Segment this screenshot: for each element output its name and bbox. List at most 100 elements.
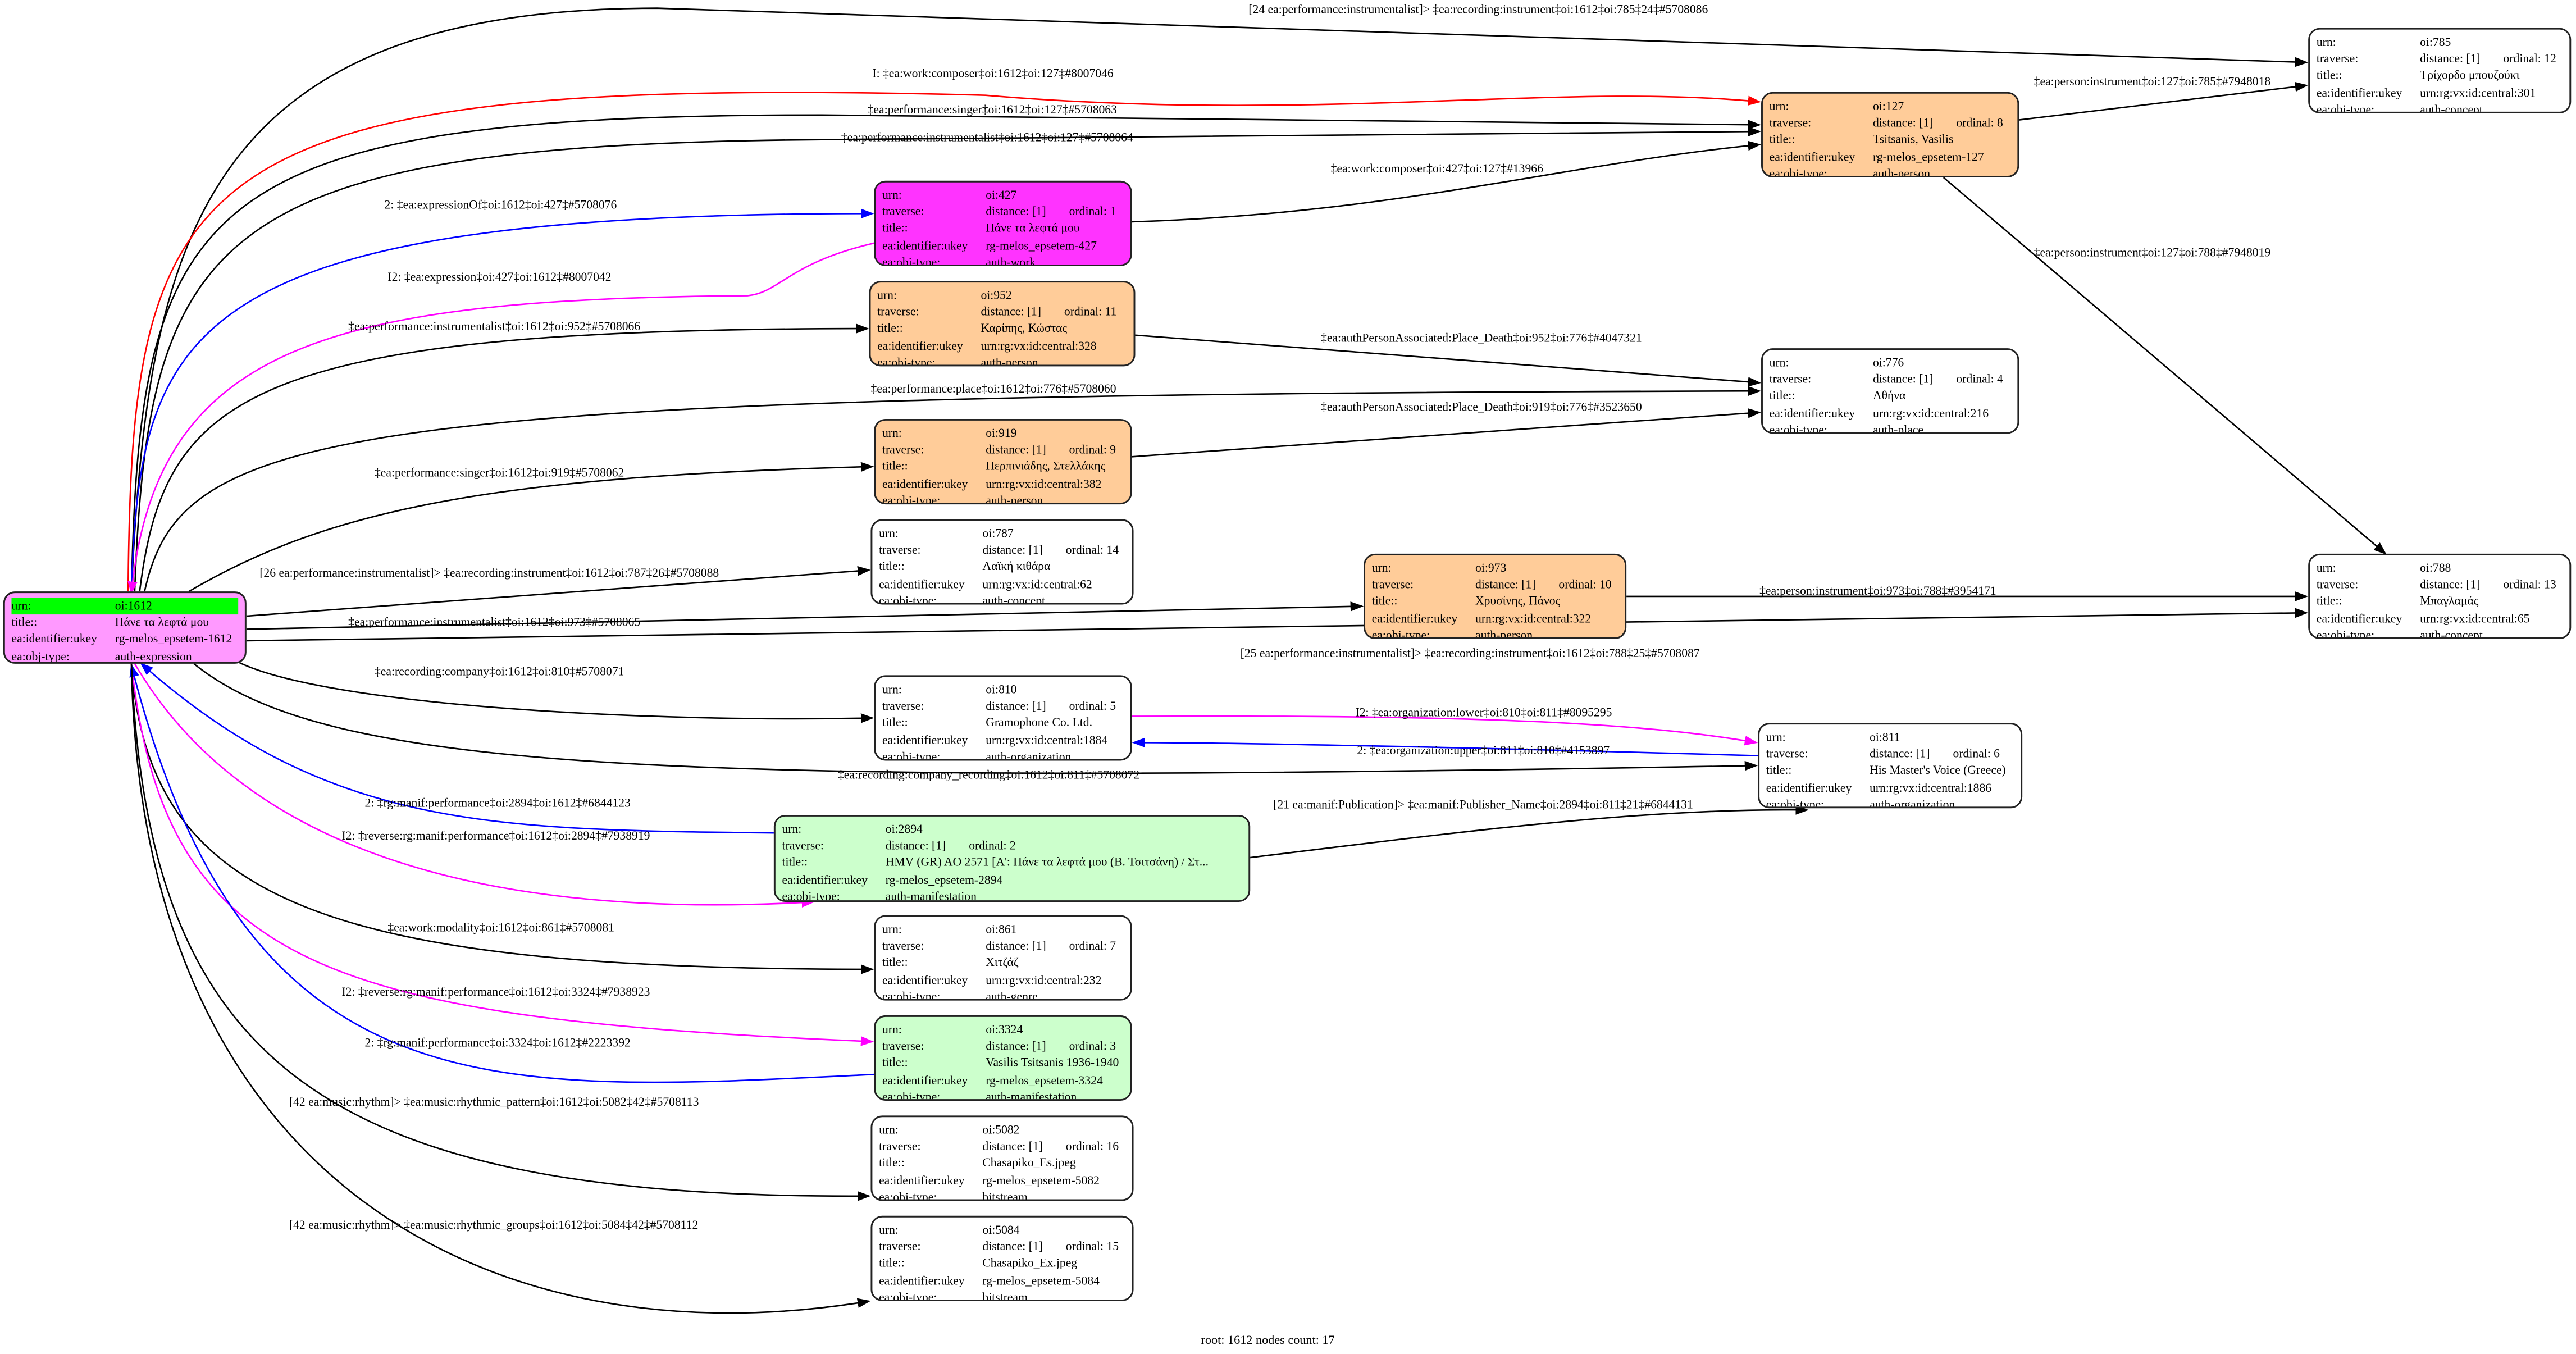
title-label: title:: (1766, 763, 1792, 778)
ukey-value: urn:rg:vx:id:central:232 (986, 972, 1102, 987)
edge-label: 2: ‡rg:manif:performance‡oi:2894‡oi:1612… (364, 795, 631, 810)
urn-value: oi:776 (1872, 354, 1904, 370)
title-row: title::Tsitsanis, Vasilis (1770, 132, 2011, 149)
edge-label: ‡ea:authPersonAssociated:Place_Death‡oi:… (1321, 330, 1642, 345)
urn-value: oi:127 (1872, 98, 1904, 113)
title-label: title:: (882, 459, 908, 474)
edge-1612-to-787 (246, 566, 871, 617)
traverse-label: traverse: (882, 1038, 924, 1054)
edge-label: I2: ‡reverse:rg:manif:performance‡oi:161… (341, 828, 650, 843)
obj-type-label: ea:obj-type: (1766, 796, 1825, 809)
traverse-row: traverse:distance: [1]ordinal: 11 (877, 304, 1127, 321)
edge-1612-to-788 (246, 608, 2309, 642)
edge-label: ‡ea:performance:instrumentalist‡oi:1612‡… (841, 130, 1133, 145)
urn-label: urn: (879, 1222, 899, 1237)
title-label: title:: (2316, 68, 2342, 83)
obj-type-value: bitstream (982, 1189, 1028, 1201)
ukey-value: urn:rg:vx:id:central:216 (1872, 405, 1989, 420)
ukey-value: rg-melos_epsetem-2894 (885, 872, 1003, 887)
traverse-row: traverse:distance: [1]ordinal: 13 (2317, 577, 2563, 594)
urn-value: oi:785 (2420, 34, 2451, 49)
title-label: title:: (882, 221, 908, 236)
traverse-label: traverse: (2316, 577, 2359, 592)
obj-type-value: auth-person (1872, 165, 1931, 177)
urn-value: oi:811 (1870, 729, 1900, 745)
urn-label: urn: (11, 598, 115, 615)
ukey-label: ea:identifier:ukey (882, 972, 968, 987)
edge-label: ‡ea:work:modality‡oi:1612‡oi:861‡#570808… (387, 920, 614, 935)
title-value: Chasapiko_Es.jpeg (982, 1155, 1076, 1171)
obj-type-label: ea:obj-type: (2316, 627, 2375, 639)
obj-type-row: ea:obj-type:bitstream (879, 1189, 1125, 1201)
ukey-label: ea:identifier:ukey (1769, 405, 1855, 420)
ordinal-value: ordinal: 3 (1069, 1038, 1116, 1054)
traverse-row: traverse:distance: [1]ordinal: 5 (882, 699, 1124, 715)
urn-label: urn: (882, 922, 902, 937)
edge-1612-to-127 (130, 114, 1762, 592)
edge-label: [42 ea:music:rhythm]> ‡ea:music:rhythmic… (289, 1094, 699, 1109)
traverse-label: traverse: (1769, 115, 1812, 130)
urn-row: urn:oi:776 (1770, 355, 2011, 372)
traverse-value: distance: [1] (982, 1239, 1043, 1254)
ordinal-value: ordinal: 13 (2503, 577, 2556, 592)
urn-row: urn:oi:127 (1770, 99, 2011, 116)
edge-label: [25 ea:performance:instrumentalist]> ‡ea… (1240, 645, 1700, 661)
edge-label: ‡ea:work:composer‡oi:427‡oi:127‡#13966 (1330, 161, 1543, 176)
obj-type-row: ea:obj-type:bitstream (879, 1289, 1125, 1300)
ordinal-value: ordinal: 8 (1956, 115, 2003, 130)
ukey-label: ea:identifier:ukey (2316, 84, 2402, 100)
title-value: His Master's Voice (Greece) (1870, 763, 2006, 778)
edge-label: [42 ea:music:rhythm]> ‡ea:music:rhythmic… (289, 1217, 699, 1233)
traverse-label: traverse: (882, 442, 924, 457)
edge-1612-to-952 (139, 323, 869, 592)
obj-type-value: auth-work (986, 254, 1036, 266)
edge-2894-to-1612 (140, 662, 774, 834)
title-row: title::HMV (GR) AO 2571 [Α': Πάνε τα λεφ… (782, 855, 1242, 872)
title-label: title:: (882, 715, 908, 731)
title-value: Χρυσίνης, Πάνος (1475, 594, 1561, 609)
ukey-label: ea:identifier:ukey (1371, 610, 1458, 626)
ukey-label: ea:identifier:ukey (1769, 149, 1855, 164)
traverse-label: traverse: (2316, 51, 2359, 66)
obj-type-value: auth-concept (2420, 101, 2483, 113)
urn-row: urn:oi:952 (877, 288, 1127, 304)
obj-type-row: ea:obj-type:auth-person (1770, 165, 2011, 177)
traverse-label: traverse: (879, 1138, 921, 1154)
ukey-label: ea:identifier:ukey (882, 476, 968, 491)
edge-label: ‡ea:recording:company_recording‡oi:1612‡… (837, 767, 1140, 782)
obj-type-value: auth-concept (982, 592, 1046, 605)
obj-type-row: ea:obj-type:auth-expression (11, 648, 238, 662)
ordinal-value: ordinal: 1 (1069, 204, 1116, 219)
urn-row: urn:oi:973 (1372, 560, 1618, 577)
urn-row: urn:oi:2894 (782, 822, 1242, 838)
traverse-row: traverse:distance: [1]ordinal: 8 (1770, 115, 2011, 132)
ordinal-value: ordinal: 2 (969, 838, 1016, 853)
traverse-label: traverse: (882, 938, 924, 954)
title-row: title::Χρυσίνης, Πάνος (1372, 594, 1618, 610)
title-row: title::Chasapiko_Ex.jpeg (879, 1256, 1125, 1273)
ukey-value: urn:rg:vx:id:central:328 (981, 338, 1097, 353)
edge-427-to-1612 (127, 242, 874, 595)
title-value: Μπαγλαμάς (2420, 594, 2479, 609)
